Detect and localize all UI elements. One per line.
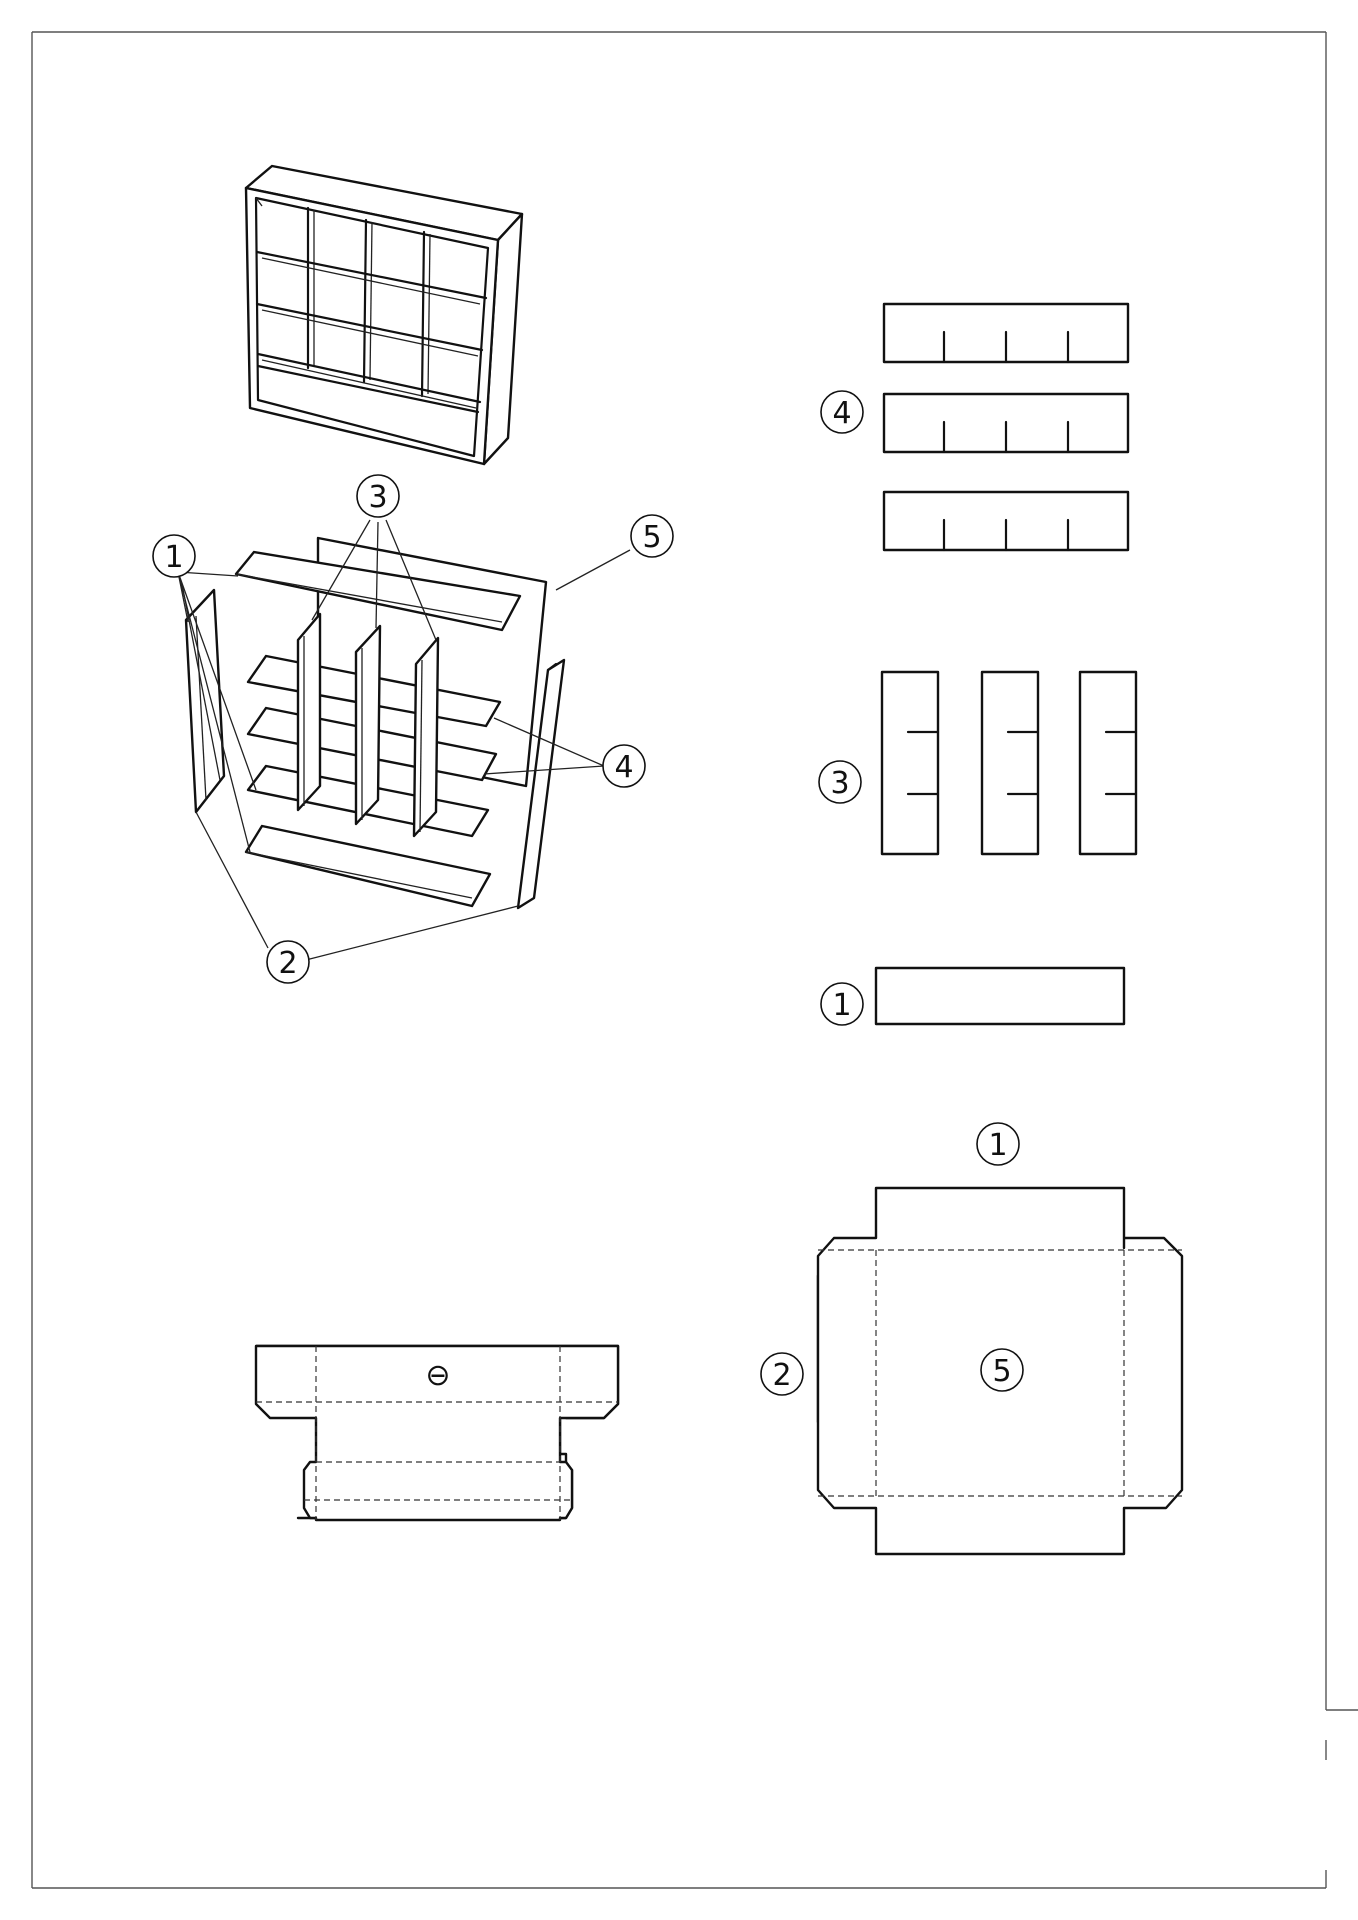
callout-2-net: 2	[760, 1352, 804, 1396]
callout-5-net: 5	[980, 1348, 1024, 1392]
callout-1-parts: 1	[820, 982, 864, 1026]
svg-text:1: 1	[832, 988, 851, 1023]
box-net-small: ⊖	[254, 1344, 620, 1522]
callout-4-exploded: 4	[602, 744, 646, 788]
svg-text:2: 2	[278, 946, 297, 981]
part-3-divider	[980, 670, 1040, 856]
svg-text:5: 5	[992, 1354, 1011, 1389]
part-4-boards	[882, 302, 1130, 552]
assembled-shelf-illustration	[244, 164, 524, 466]
callout-1-exploded: 1	[152, 534, 196, 578]
part-3-divider	[1078, 670, 1138, 856]
callout-3-parts: 3	[818, 760, 862, 804]
part-1-board	[874, 966, 1126, 1026]
part-4-board	[882, 302, 1130, 364]
svg-text:5: 5	[642, 520, 661, 555]
exploded-view-illustration	[184, 536, 566, 910]
part-4-board	[882, 490, 1130, 552]
svg-text:1: 1	[164, 540, 183, 575]
callout-4-parts: 4	[820, 390, 864, 434]
callout-3-exploded: 3	[356, 474, 400, 518]
leader-lines	[177, 519, 631, 963]
svg-text:4: 4	[832, 396, 851, 431]
part-4-board	[882, 392, 1130, 454]
svg-text:3: 3	[368, 480, 387, 515]
svg-text:4: 4	[614, 750, 633, 785]
part-3-dividers	[880, 670, 1138, 856]
svg-text:3: 3	[830, 766, 849, 801]
part-3-divider	[880, 670, 940, 856]
svg-text:1: 1	[988, 1128, 1007, 1163]
callout-2-exploded: 2	[266, 940, 310, 984]
box-mark: ⊖	[425, 1358, 450, 1393]
svg-text:2: 2	[772, 1358, 791, 1393]
callout-5-exploded: 5	[630, 514, 674, 558]
callout-1-net: 1	[976, 1122, 1020, 1166]
sheet-frame	[31, 31, 1358, 1889]
